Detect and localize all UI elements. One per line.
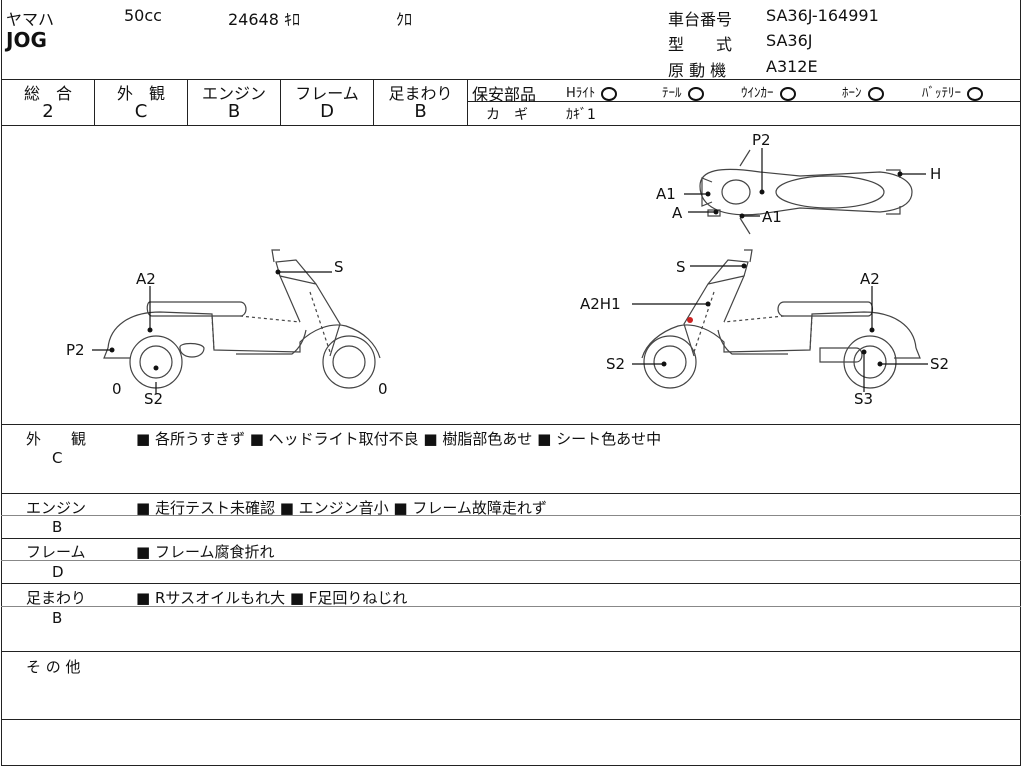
label-p2: P2 bbox=[752, 131, 771, 149]
note-frame-grade: D bbox=[52, 563, 64, 581]
type-label: 型 式 bbox=[668, 35, 733, 54]
label-s: S bbox=[334, 258, 344, 276]
color: ｸﾛ bbox=[396, 10, 413, 29]
divider bbox=[1, 424, 1021, 425]
divider bbox=[467, 79, 468, 125]
engine-cc: 50cc bbox=[124, 6, 162, 25]
label-h: H bbox=[930, 165, 941, 183]
grade-exterior-label: 外 観 bbox=[116, 84, 165, 103]
note-frame-text: ■ フレーム腐食折れ bbox=[136, 543, 275, 561]
divider bbox=[1, 651, 1021, 652]
model-name: JOG bbox=[6, 28, 47, 52]
safety-item-label: ﾃｰﾙ bbox=[662, 86, 682, 101]
maker: ヤマハ bbox=[6, 10, 55, 29]
grade-engine-label: エンジン bbox=[201, 84, 266, 103]
label-a1: A1 bbox=[656, 185, 676, 203]
divider bbox=[1, 583, 1021, 584]
type-value: SA36J bbox=[766, 31, 813, 50]
divider bbox=[1, 719, 1021, 720]
label-p2: P2 bbox=[66, 341, 85, 359]
safety-item-label: ｳｲﾝｶｰ bbox=[741, 86, 774, 101]
note-engine-text: ■ 走行テスト未確認 ■ エンジン音小 ■ フレーム故障走れず bbox=[136, 499, 547, 517]
ok-circle-icon bbox=[967, 86, 983, 101]
note-other-label: そ の 他 bbox=[26, 658, 81, 676]
safety-item-label: Hﾗｲﾄ bbox=[566, 86, 596, 101]
divider bbox=[467, 101, 1021, 102]
label-a: A bbox=[672, 204, 683, 222]
label-s2-left: S2 bbox=[606, 355, 625, 373]
label-s3: S3 bbox=[854, 390, 873, 408]
grade-total-value: 2 bbox=[42, 101, 54, 122]
scooter-top-view bbox=[699, 149, 913, 235]
divider bbox=[1, 125, 1021, 126]
label-zero-right: 0 bbox=[378, 380, 388, 398]
note-suspension-label: 足まわり bbox=[26, 589, 87, 607]
engine-value: A312E bbox=[766, 57, 818, 76]
safety-item-headlight: Hﾗｲﾄ bbox=[566, 82, 618, 101]
ok-circle-icon bbox=[867, 86, 884, 101]
mileage: 24648 ｷﾛ bbox=[228, 10, 300, 29]
grade-suspension-value: B bbox=[414, 101, 427, 122]
damage-diagram: S A2 P2 0 S2 0 S A2H1 A2 S2 S2 S3 P2 H A… bbox=[66, 131, 949, 408]
divider bbox=[373, 79, 374, 125]
note-engine-grade: B bbox=[52, 518, 63, 536]
safety-item-battery: ﾊﾞｯﾃﾘｰ bbox=[922, 82, 983, 101]
note-engine-label: エンジン bbox=[26, 499, 87, 517]
key-value: ｶｷﾞ1 bbox=[566, 107, 596, 123]
grade-frame-value: D bbox=[320, 101, 334, 122]
label-s: S bbox=[676, 258, 686, 276]
label-a1: A1 bbox=[762, 208, 782, 226]
chassis-label: 車台番号 bbox=[668, 10, 733, 29]
engine-label: 原 動 機 bbox=[668, 61, 727, 80]
chassis-value: SA36J-164991 bbox=[766, 6, 879, 25]
scooter-right-side-view bbox=[641, 249, 921, 389]
label-a2h1: A2H1 bbox=[580, 295, 621, 313]
label-zero-left: 0 bbox=[112, 380, 122, 398]
grade-engine-value: B bbox=[227, 101, 241, 122]
note-suspension-grade: B bbox=[52, 609, 63, 627]
safety-item-winker: ｳｲﾝｶｰ bbox=[741, 82, 796, 101]
note-suspension-text: ■ Rサスオイルもれ大 ■ F足回りねじれ bbox=[136, 589, 408, 607]
ok-circle-icon bbox=[779, 86, 796, 101]
divider bbox=[280, 79, 281, 125]
label-s2: S2 bbox=[144, 390, 163, 408]
label-a2: A2 bbox=[136, 270, 156, 288]
ok-circle-icon bbox=[601, 86, 618, 101]
divider bbox=[1, 538, 1021, 539]
grade-suspension-label: 足まわり bbox=[388, 84, 453, 103]
label-a2: A2 bbox=[860, 270, 880, 288]
damage-mark bbox=[687, 317, 693, 323]
grade-frame-label: フレーム bbox=[295, 84, 359, 103]
key-label: カ ギ bbox=[486, 107, 528, 123]
divider bbox=[1, 560, 1021, 561]
divider bbox=[187, 79, 188, 125]
ok-circle-icon bbox=[687, 86, 704, 101]
safety-item-tail: ﾃｰﾙ bbox=[662, 82, 704, 101]
note-exterior-text: ■ 各所うすきず ■ ヘッドライト取付不良 ■ 樹脂部色あせ ■ シート色あせ中 bbox=[136, 430, 662, 448]
safety-item-label: ﾎｰﾝ bbox=[842, 86, 862, 101]
note-frame-label: フレーム bbox=[26, 543, 86, 561]
divider bbox=[1, 79, 1021, 80]
label-s2-right: S2 bbox=[930, 355, 949, 373]
safety-item-horn: ﾎｰﾝ bbox=[842, 82, 884, 101]
divider bbox=[1, 493, 1021, 494]
safety-item-label: ﾊﾞｯﾃﾘｰ bbox=[922, 86, 961, 101]
divider bbox=[94, 79, 95, 125]
note-exterior-grade: C bbox=[52, 449, 63, 467]
safety-label: 保安部品 bbox=[472, 85, 537, 104]
divider bbox=[1, 606, 1021, 607]
grade-total-label: 総 合 bbox=[23, 84, 72, 103]
note-exterior-label: 外 観 bbox=[26, 430, 87, 448]
divider bbox=[1, 515, 1021, 516]
grade-exterior-value: C bbox=[134, 101, 148, 122]
